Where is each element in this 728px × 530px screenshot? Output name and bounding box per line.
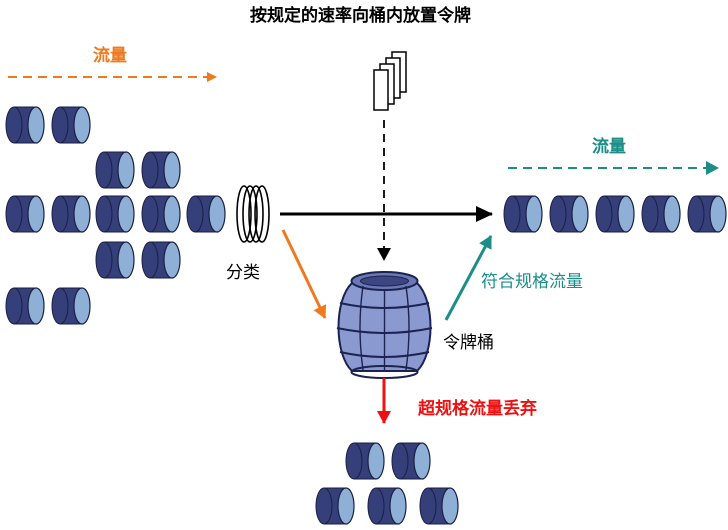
conform-label: 符合规格流量: [481, 272, 583, 292]
packet-icon: [549, 195, 589, 233]
packet-icon: [95, 151, 135, 189]
packet-icon: [419, 487, 459, 525]
classifier-icon: [236, 185, 270, 243]
packet-icon: [367, 487, 407, 525]
packet-icon: [51, 287, 91, 325]
packet-icon: [5, 195, 45, 233]
packet-icon: [641, 195, 681, 233]
packet-icon: [95, 195, 135, 233]
incoming-packets: [5, 106, 226, 325]
packet-icon: [503, 195, 543, 233]
barrel-icon: [336, 271, 433, 379]
flow-in-label: 流量: [93, 46, 127, 66]
flow-out-label: 流量: [592, 137, 626, 157]
bucket-label: 令牌桶: [443, 333, 494, 353]
dropped-packets: [315, 442, 459, 525]
drop-label: 超规格流量丢弃: [418, 399, 537, 419]
diagram-title: 按规定的速率向桶内放置令牌: [250, 6, 471, 26]
packet-icon: [5, 106, 45, 144]
packet-icon: [345, 442, 385, 480]
conform-arrow: [444, 235, 493, 321]
packet-icon: [315, 487, 355, 525]
packet-icon: [687, 195, 727, 233]
packet-icon: [595, 195, 635, 233]
packet-icon: [141, 151, 181, 189]
packet-icon: [5, 287, 45, 325]
packet-icon: [391, 442, 431, 480]
to-bucket-arrow: [281, 229, 327, 319]
token-icon: [373, 51, 407, 111]
packet-icon: [51, 106, 91, 144]
outgoing-packets: [503, 195, 727, 233]
packet-icon: [51, 195, 91, 233]
packet-icon: [141, 195, 181, 233]
packet-icon: [141, 241, 181, 279]
packet-icon: [186, 195, 226, 233]
classify-label: 分类: [226, 263, 260, 283]
packet-icon: [95, 241, 135, 279]
